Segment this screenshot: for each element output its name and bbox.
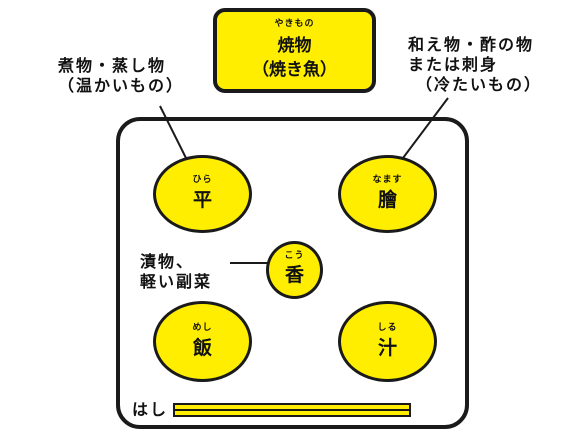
note-dressed-line1: 和え物・酢の物	[408, 35, 535, 54]
grilled-dish-box: やきもの 焼物 （焼き魚）	[213, 8, 376, 93]
dish-meshi-ruby: めし	[192, 323, 213, 333]
grilled-name: 焼物	[277, 36, 312, 56]
chopsticks-label: はし	[132, 400, 169, 419]
note-pickles: 漬物、 軽い副菜	[140, 252, 212, 292]
dish-shiru: しる 汁	[338, 301, 437, 382]
note-simmered: 煮物・蒸し物 （温かいもの）	[58, 56, 184, 96]
dish-namasu-name: 膾	[377, 189, 397, 211]
dish-namasu-ruby: なます	[372, 175, 403, 185]
dish-shiru-name: 汁	[377, 337, 397, 359]
grilled-ruby: やきもの	[274, 19, 315, 29]
dish-meshi-name: 飯	[192, 337, 212, 359]
dish-hira: ひら 平	[153, 155, 252, 233]
chopsticks-divider	[175, 409, 409, 411]
note-dressed-line3: （冷たいもの）	[416, 75, 543, 94]
dish-kou-name: 香	[284, 264, 304, 286]
dish-shiru-ruby: しる	[377, 323, 398, 333]
note-dressed-line2: または刺身	[408, 55, 499, 74]
grilled-sub: （焼き魚）	[252, 60, 337, 80]
dish-meshi: めし 飯	[153, 301, 252, 382]
leader-line-hira	[159, 105, 189, 163]
dish-kou: こう 香	[266, 241, 323, 299]
note-simmered-line1: 煮物・蒸し物	[58, 56, 167, 75]
note-dressed: 和え物・酢の物 または刺身 （冷たいもの）	[408, 35, 542, 95]
note-pickles-line2: 軽い副菜	[140, 272, 213, 291]
leader-line-namasu	[399, 97, 449, 163]
dish-kou-ruby: こう	[284, 251, 305, 261]
dish-hira-ruby: ひら	[192, 175, 213, 185]
note-simmered-line2: （温かいもの）	[58, 76, 185, 95]
dish-hira-name: 平	[192, 189, 212, 211]
note-pickles-line1: 漬物、	[140, 252, 195, 271]
dish-namasu: なます 膾	[338, 155, 437, 233]
chopsticks	[173, 403, 411, 417]
